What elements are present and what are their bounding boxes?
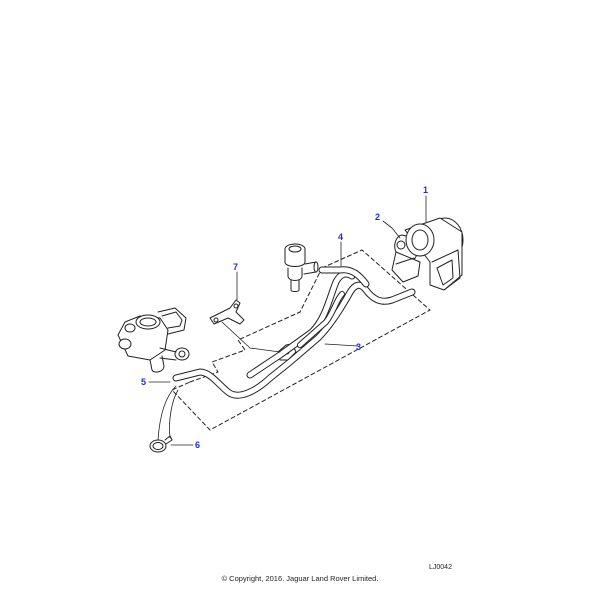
callout-2: 2: [375, 212, 380, 222]
leader-lines: [148, 195, 427, 446]
callout-numbers: 1 2 3 4 5 6 7: [141, 185, 428, 450]
diagram-reference: LJ0042: [429, 564, 452, 571]
bracket: [209, 299, 245, 325]
callout-5: 5: [141, 377, 146, 387]
assembly-boundary: [171, 249, 431, 431]
auxiliary-pump: [391, 217, 464, 291]
callout-6: 6: [195, 440, 200, 450]
callout-1: 1: [423, 185, 428, 195]
callout-7: 7: [233, 262, 238, 272]
control-valve: [284, 243, 319, 292]
copyright-notice: © Copyright, 2016. Jaguar Land Rover Lim…: [221, 574, 379, 583]
callout-3: 3: [356, 342, 361, 352]
callout-4: 4: [338, 232, 343, 242]
valve-manifold: [117, 307, 190, 373]
hose-clip: [149, 435, 173, 453]
coolant-hoses: [172, 266, 416, 399]
